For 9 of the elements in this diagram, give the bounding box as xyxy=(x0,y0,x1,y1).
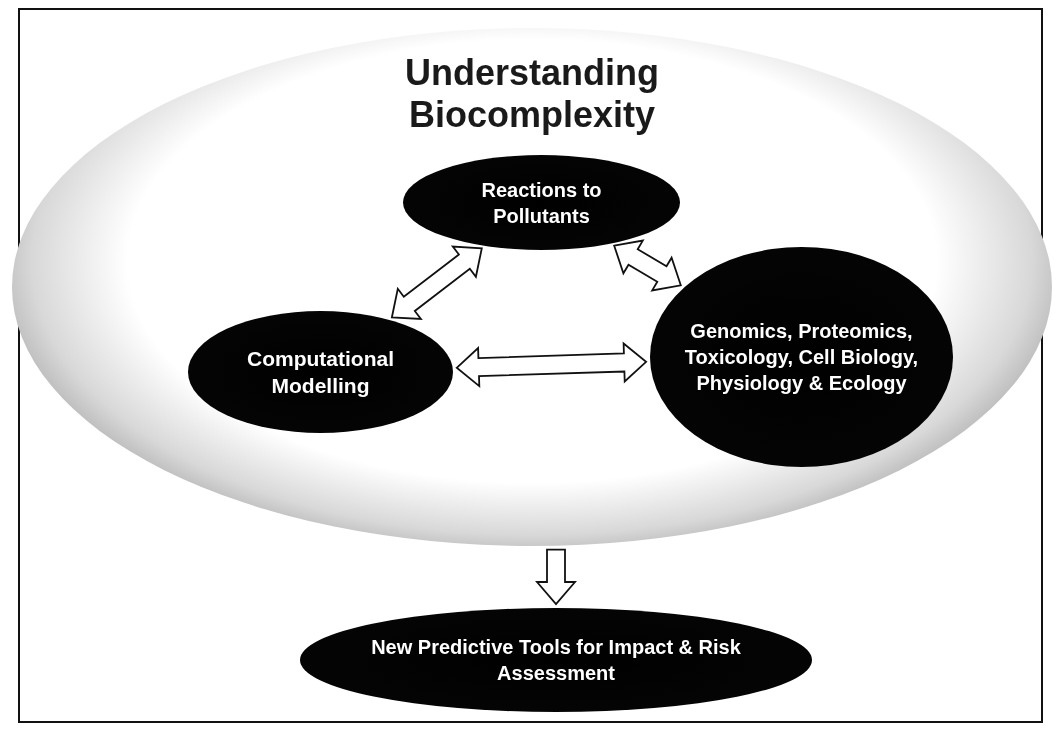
node-heading: Understanding Biocomplexity xyxy=(404,52,660,136)
node-label: Reactions to Pollutants xyxy=(480,177,603,229)
block-arrow xyxy=(613,239,682,292)
node-label: Computational Modelling xyxy=(246,345,395,399)
node-label: New Predictive Tools for Impact & Risk Assessment xyxy=(370,635,742,686)
block-arrow xyxy=(535,548,577,606)
block-arrow xyxy=(390,245,483,320)
node-label: Genomics, Proteomics, Toxicology, Cell Biology, Physiology & Ecology xyxy=(683,319,920,396)
block-arrow xyxy=(455,341,648,389)
